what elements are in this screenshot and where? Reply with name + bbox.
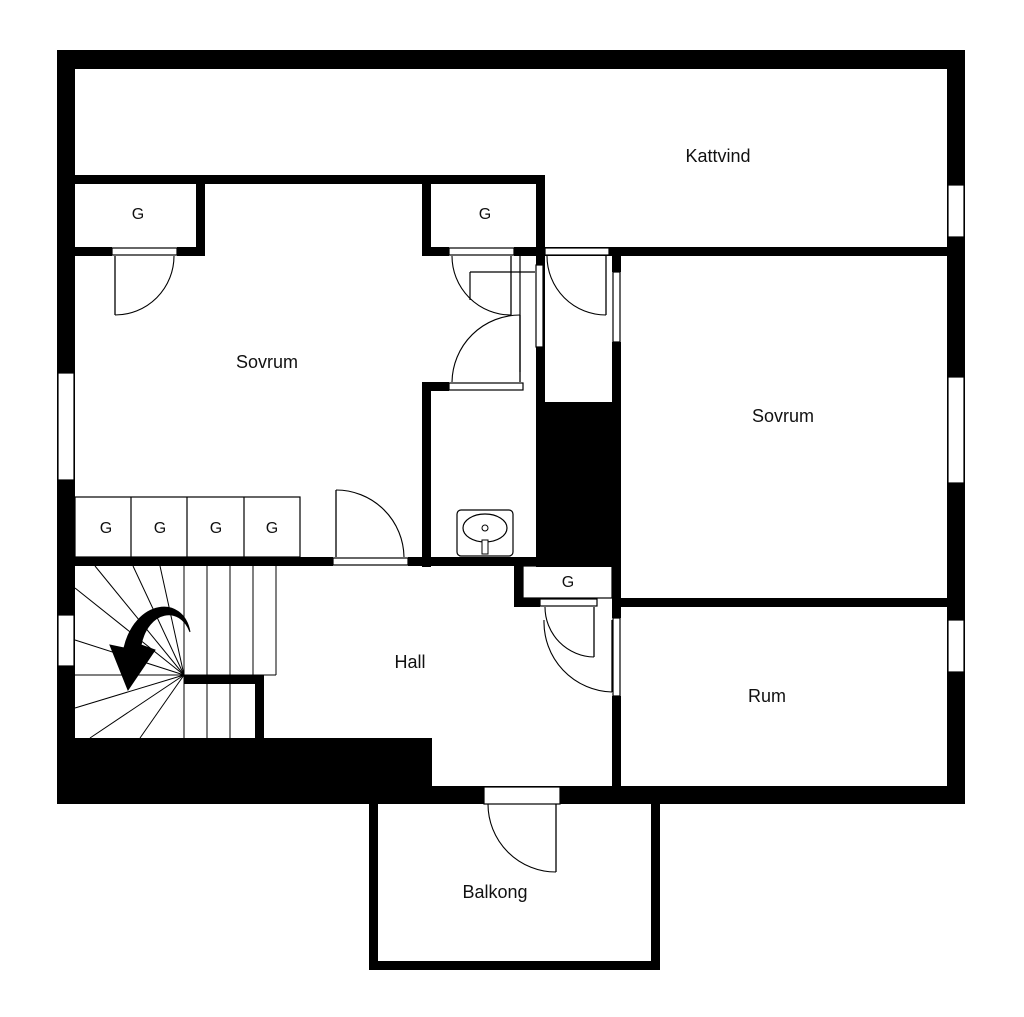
storage-label: G (266, 520, 278, 537)
storage-label: G (132, 206, 144, 223)
storage-labels: G G G G G G G (100, 206, 574, 591)
window-bedroom-left (57, 372, 75, 481)
stair-direction-arrow-icon (109, 606, 191, 692)
room-label-sovrum-right: Sovrum (752, 406, 814, 426)
windows (57, 184, 965, 673)
window-rum (947, 619, 965, 673)
storage-label: G (100, 520, 112, 537)
interior-walls (57, 175, 947, 804)
room-label-hall: Hall (394, 652, 425, 672)
storage-label: G (562, 574, 574, 591)
room-label-kattvind: Kattvind (685, 146, 750, 166)
balcony-walls (369, 800, 660, 970)
staircase (74, 565, 277, 739)
washbasin-icon (456, 509, 514, 557)
window-bedroom-right (947, 376, 965, 484)
window-stair (57, 614, 75, 667)
storage-label: G (479, 206, 491, 223)
room-label-rum: Rum (748, 686, 786, 706)
storage-label: G (210, 520, 222, 537)
outer-walls (57, 50, 965, 804)
storage-label: G (154, 520, 166, 537)
window-kattvind (947, 184, 965, 238)
room-label-balkong: Balkong (462, 882, 527, 902)
room-label-sovrum-left: Sovrum (236, 352, 298, 372)
room-labels: Kattvind Sovrum Sovrum Hall Rum Balkong (236, 146, 814, 902)
doors (111, 247, 621, 873)
closet-fronts (74, 496, 613, 599)
